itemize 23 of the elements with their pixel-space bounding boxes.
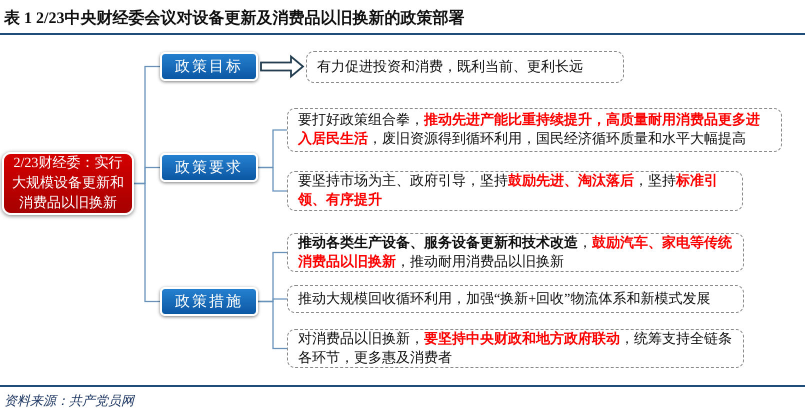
figure-title: 表 1 2/23中央财经委会议对设备更新及消费品以旧换新的政策部署: [4, 8, 464, 29]
policy-text: 要坚持市场为主、政府引导，坚持鼓励先进、淘汰落后，坚持标准引领、有序提升: [298, 172, 719, 210]
policy-text: 推动各类生产设备、服务设备更新和技术改造，鼓励汽车、家电等传统消费品以旧换新，推动耐用消费品以旧换新: [298, 234, 733, 272]
source-note: 资料来源：共产党员网: [4, 392, 134, 410]
policy-text: 推动大规模回收循环利用，加强“换新+回收”物流体系和新模式发展: [298, 290, 710, 308]
category-tag: [160, 52, 258, 81]
topic-text: 2/23财经委：实行大规模设备更新和消费品以旧换新: [11, 154, 125, 212]
bracket-connector: [258, 166, 287, 192]
bracket-connector: [134, 182, 160, 302]
dashed-box: [287, 108, 782, 152]
hollow-arrow: [260, 54, 304, 78]
category-label: 政策措施: [175, 292, 243, 311]
category-tag: [160, 287, 258, 316]
topic-box: [2, 152, 134, 215]
policy-text: 有力促进投资和消费，既利当前、更利长远: [317, 58, 583, 76]
policy-text: 对消费品以旧换新，要坚持中央财政和地方政府联动，统筹支持全链条各环节，更多惠及消费者: [298, 330, 733, 368]
category-tag: [160, 153, 258, 182]
category-label: 政策目标: [175, 58, 243, 76]
bracket-connector: [258, 300, 287, 350]
category-label: 政策要求: [175, 158, 243, 177]
dashed-box: [306, 51, 624, 83]
dashed-box: [287, 285, 744, 313]
policy-text: 要打好政策组合拳，推动先进产能比重持续提升，高质量耐用消费品更多进入居民生活，废旧资源得到循环利用，国民经济循环质量和水平大幅提高: [298, 111, 761, 149]
